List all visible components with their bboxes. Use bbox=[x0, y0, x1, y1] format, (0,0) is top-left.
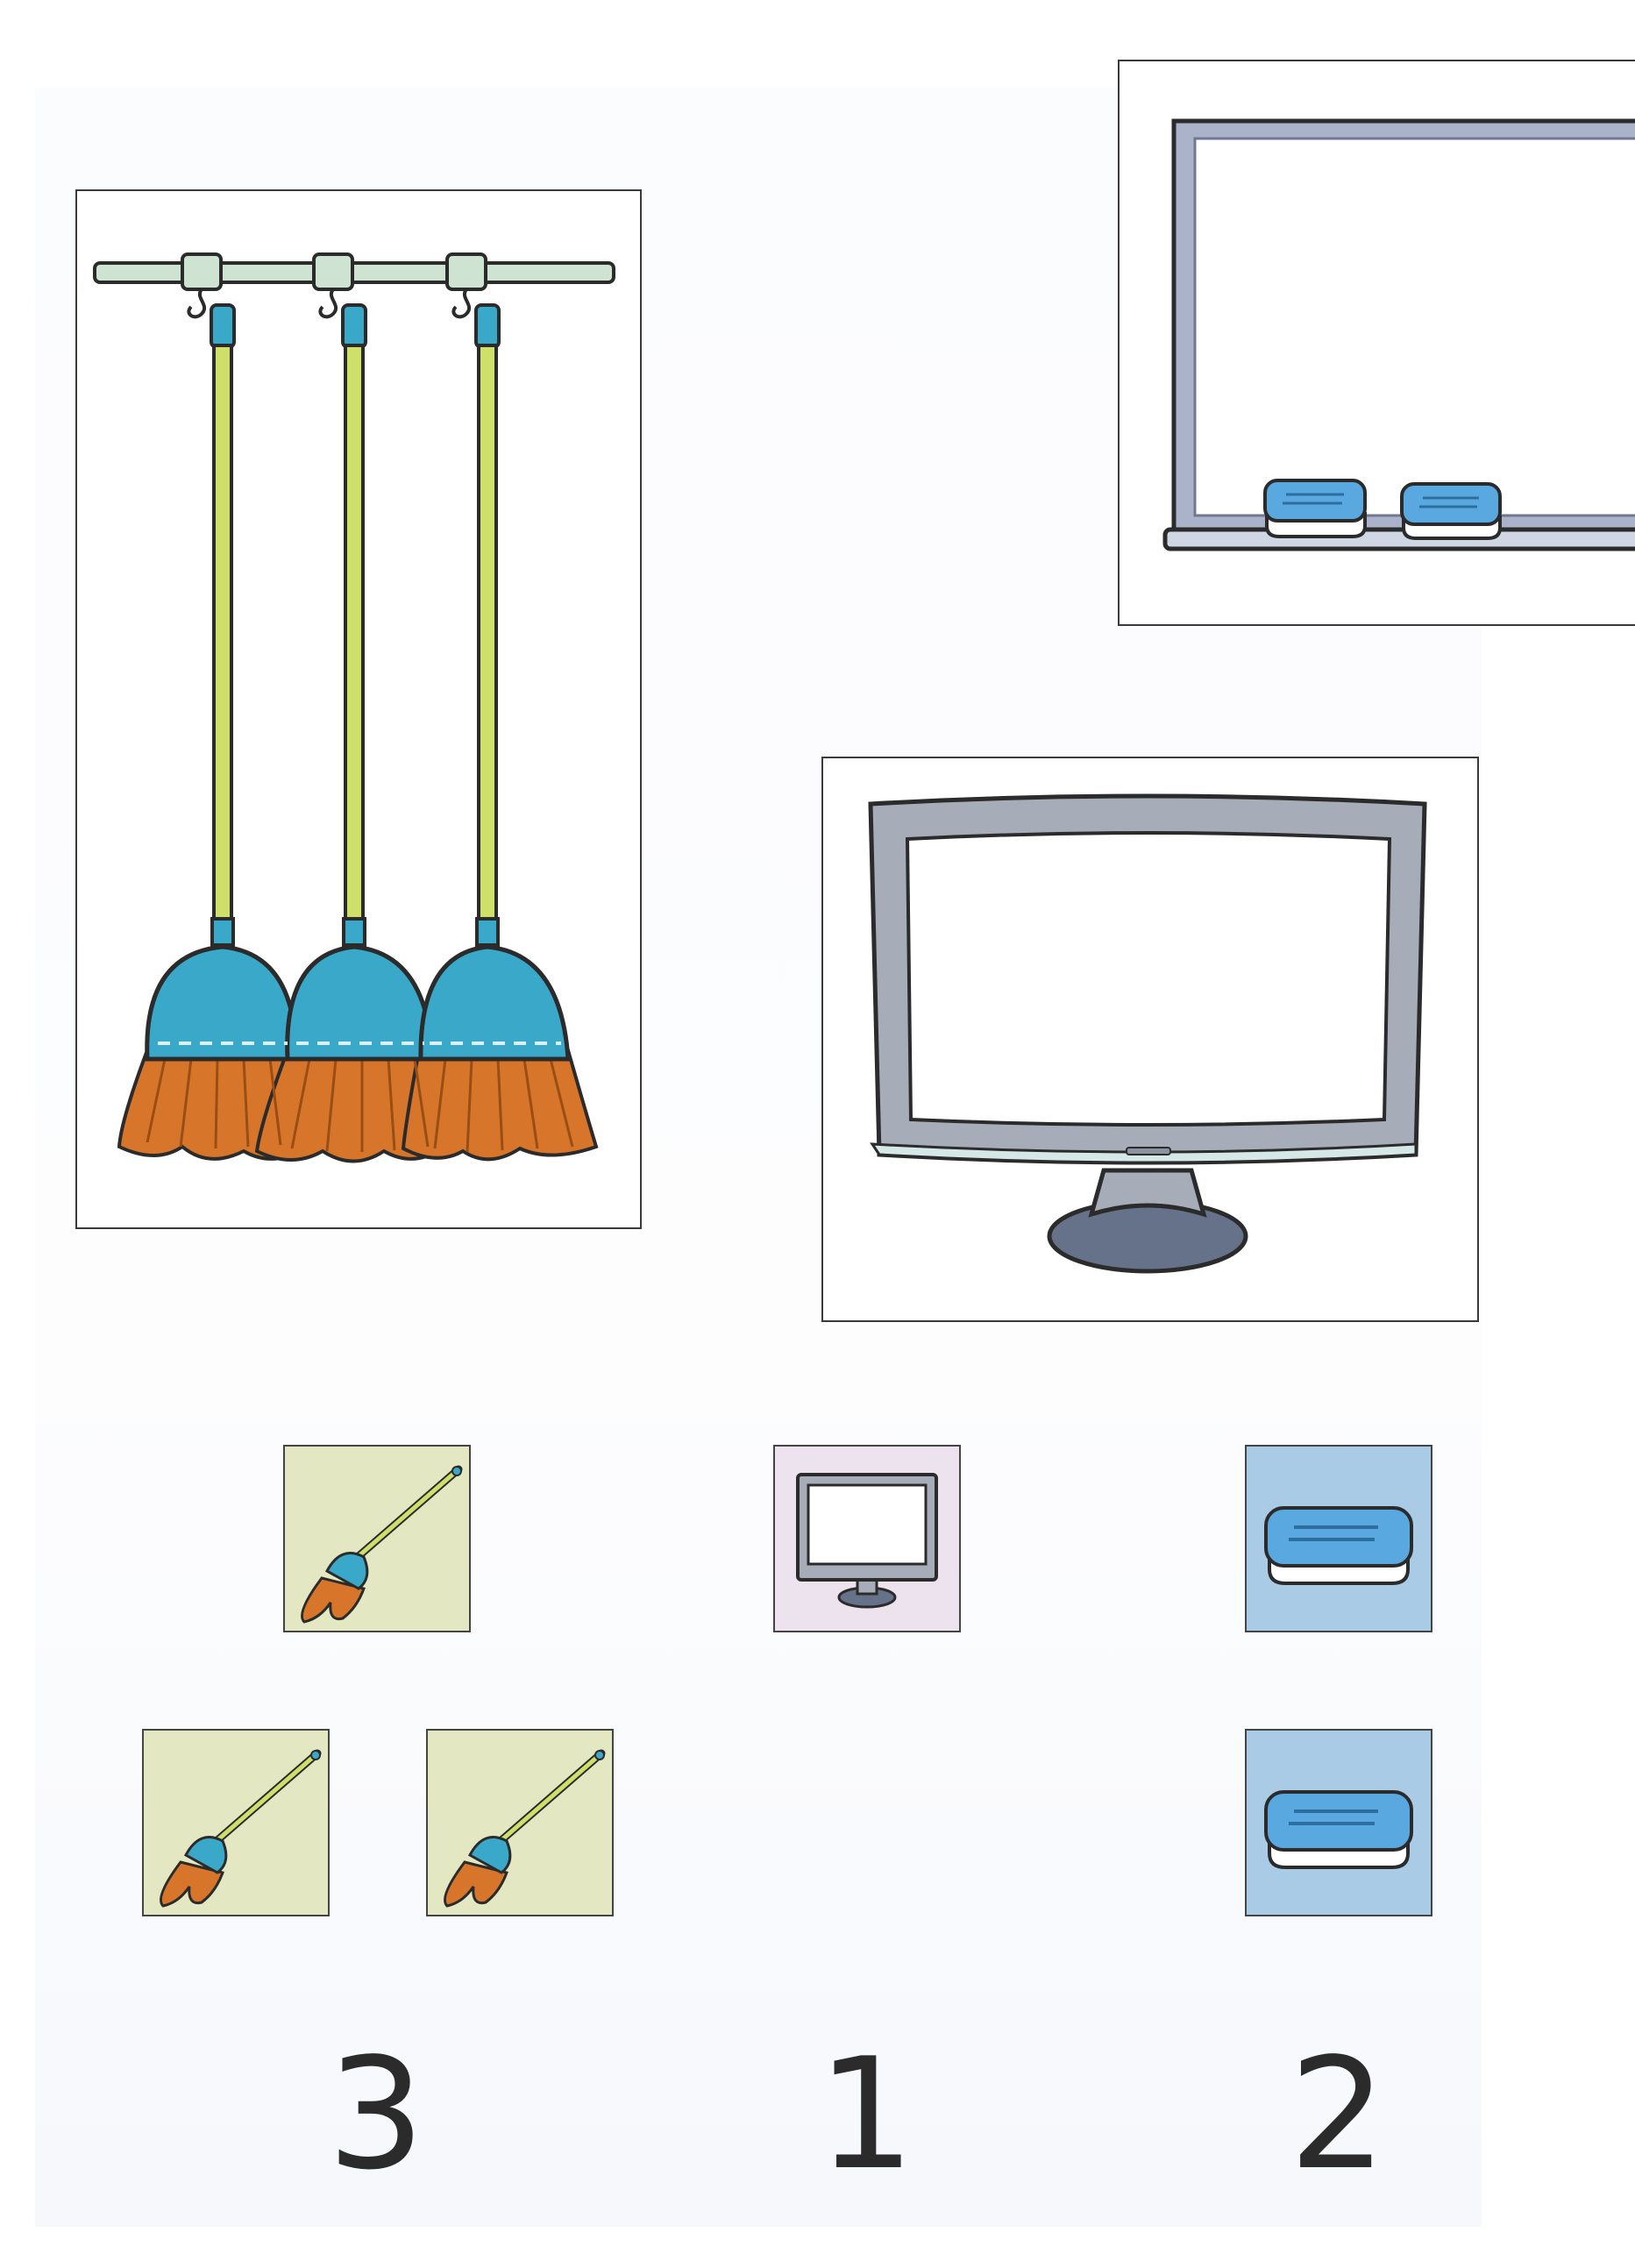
eraser-tile bbox=[1245, 1729, 1432, 1916]
broom-tile bbox=[142, 1729, 330, 1916]
broom-icon bbox=[160, 1749, 322, 1908]
broom-tile bbox=[426, 1729, 614, 1916]
monitor-icon bbox=[796, 1473, 938, 1609]
eraser-icon bbox=[1263, 479, 1367, 538]
eraser-icon bbox=[1400, 482, 1502, 540]
whiteboard-picture-card bbox=[1118, 60, 1635, 626]
monitor-icon bbox=[868, 793, 1427, 1274]
monitor-count-label: 1 bbox=[817, 2026, 915, 2204]
broom-tile bbox=[283, 1445, 471, 1632]
whiteboard-icon bbox=[1162, 118, 1635, 551]
broom-count-label: 3 bbox=[327, 2026, 425, 2204]
eraser-icon bbox=[1264, 1506, 1413, 1585]
broom-icon bbox=[301, 1465, 463, 1624]
broom-icon bbox=[444, 1749, 606, 1908]
eraser-count-label: 2 bbox=[1289, 2026, 1387, 2204]
eraser-tile bbox=[1245, 1445, 1432, 1632]
eraser-icon bbox=[1264, 1790, 1413, 1869]
hanging-brooms-icon bbox=[93, 252, 615, 1163]
brooms-picture-card bbox=[75, 189, 642, 1229]
monitor-picture-card bbox=[821, 757, 1479, 1322]
monitor-tile bbox=[773, 1445, 961, 1632]
